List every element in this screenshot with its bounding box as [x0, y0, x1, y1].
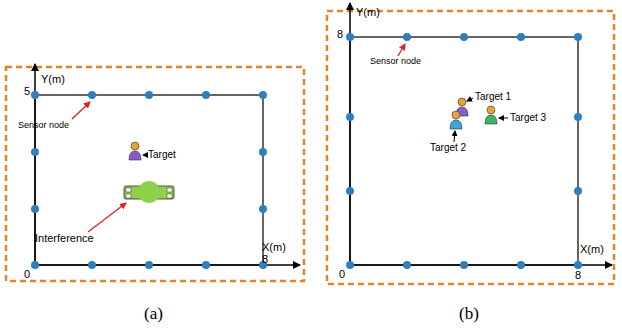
axis-tick: 0: [24, 269, 30, 280]
axis-tick: 0: [339, 269, 345, 280]
axis-label: X(m): [262, 242, 286, 253]
sensor-node: [460, 33, 468, 41]
leader-arrow: [88, 203, 126, 232]
sensor-node: [88, 91, 96, 99]
x-axis: [349, 264, 612, 266]
person-icon: [485, 106, 497, 124]
annotation: Sensor node: [370, 57, 421, 66]
person-icon: [129, 142, 141, 160]
sensor-node: [517, 261, 525, 269]
sensor-node: [346, 113, 354, 121]
axis-tick: 5: [24, 86, 30, 97]
axis-tick: 8: [337, 29, 343, 40]
annotation: Sensor node: [18, 121, 69, 130]
sensor-node: [31, 205, 39, 213]
target-label: Target: [148, 150, 176, 160]
area-border: [350, 37, 578, 265]
sensor-node: [346, 261, 354, 269]
leader-arrow: [398, 44, 405, 56]
sensor-node: [202, 261, 210, 269]
sensor-node: [88, 261, 96, 269]
sensor-node: [574, 261, 582, 269]
panel-label: (b): [459, 305, 479, 322]
target-label: Target 3: [510, 113, 546, 123]
axis-tick: 8: [575, 270, 581, 281]
sensor-node: [145, 91, 153, 99]
sensor-node: [517, 33, 525, 41]
sensor-node: [259, 91, 267, 99]
axis-tick: 8: [262, 254, 268, 265]
sensor-node: [31, 91, 39, 99]
sensor-node: [145, 261, 153, 269]
region-border: [327, 11, 614, 284]
sensor-node: [202, 91, 210, 99]
sensor-node: [460, 261, 468, 269]
sensor-node: [259, 148, 267, 156]
target-label: Target 1: [475, 92, 511, 102]
sensor-node: [346, 187, 354, 195]
sensor-node: [403, 261, 411, 269]
region-border: [6, 67, 304, 281]
axis-label: X(m): [580, 244, 604, 255]
sensor-node: [403, 33, 411, 41]
interference-device: [124, 181, 174, 203]
sensor-node: [259, 205, 267, 213]
area-border: [35, 95, 263, 265]
sensor-node: [346, 33, 354, 41]
axis-label: Y(m): [41, 74, 65, 85]
person-icon: [450, 111, 462, 129]
leader-arrow: [72, 102, 90, 119]
panel-label: (a): [144, 305, 163, 322]
axis-label: Y(m): [356, 7, 380, 18]
sensor-node: [574, 113, 582, 121]
target-label: Target 2: [430, 143, 466, 153]
y-axis: [349, 3, 351, 266]
annotation: Interference: [35, 233, 94, 244]
sensor-node: [574, 187, 582, 195]
sensor-node: [574, 33, 582, 41]
sensor-node: [31, 148, 39, 156]
sensor-node: [31, 261, 39, 269]
